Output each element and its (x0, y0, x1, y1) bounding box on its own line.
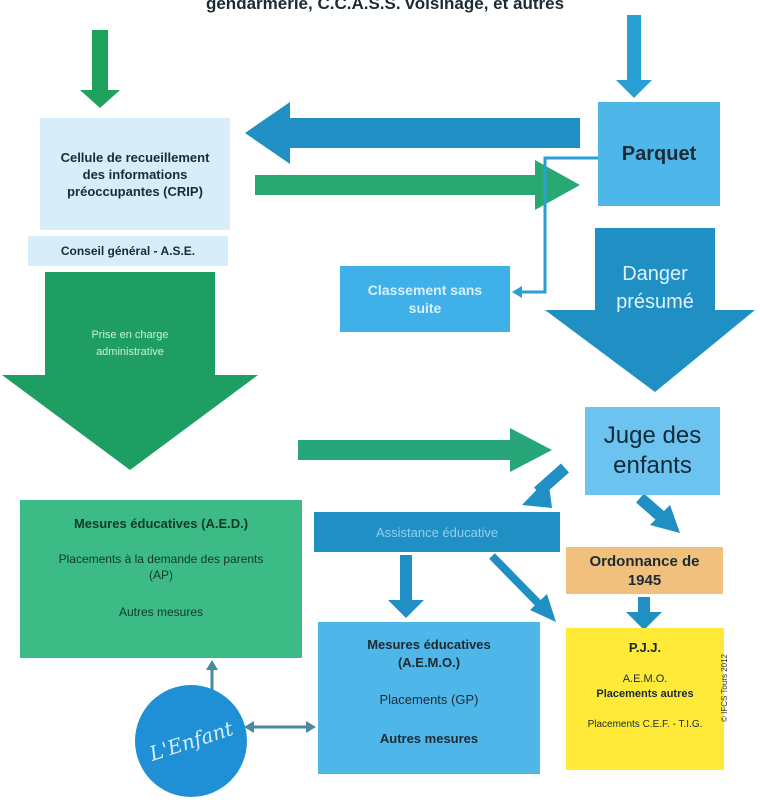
pjj-box: P.J.J. A.E.M.O. Placements autres Placem… (566, 628, 724, 770)
parquet-box: Parquet (598, 102, 720, 206)
arrow-juge-to-assistance (522, 463, 569, 508)
danger-label: Danger présumé (616, 263, 694, 313)
ordonnance-box: Ordonnance de 1945 (566, 547, 723, 594)
assistance-label: Assistance éducative (375, 524, 499, 540)
crip-subtitle: Conseil général - A.S.E. (60, 244, 196, 258)
prise-en-charge-label: Prise en charge administrative (91, 329, 169, 358)
classement-label: Classement sans suite (367, 282, 483, 316)
assistance-box: Assistance éducative (314, 512, 560, 552)
aemo-box: Mesures éducatives (A.E.M.O.) Placements… (318, 622, 540, 774)
arrow-ordonnance-to-pjj (626, 597, 662, 630)
arrow-parquet-to-crip (245, 102, 580, 164)
aemo-line2: Placements (GP) (379, 692, 479, 707)
crip-title: Cellule de recueillement des information… (60, 149, 210, 199)
enfant-logo-text: L'Enfant (146, 716, 236, 766)
connector-arrowhead (512, 286, 522, 298)
aed-line3: Autres mesures (118, 605, 204, 619)
juge-label: Juge des enfants (603, 422, 702, 479)
juge-box: Juge des enfants (585, 407, 720, 495)
aed-line1: Mesures éducatives (A.E.D.) (73, 516, 249, 531)
pjj-title: P.J.J. (628, 640, 662, 655)
danger-label-box: Danger présumé (595, 248, 715, 328)
aed-line2: Placements à la demande des parents (AP) (58, 552, 264, 582)
arrow-juge-to-ordonnance (636, 493, 680, 533)
arrow-top-right (616, 15, 652, 98)
aemo-line3: Autres mesures (379, 731, 479, 746)
header-text: gendarmerie, C.C.A.S.S. voisinage, et au… (205, 0, 565, 13)
pjj-line2: Placements autres (596, 688, 694, 700)
crip-subtitle-box: Conseil général - A.S.E. (28, 236, 228, 266)
prise-en-charge-label-box: Prise en charge administrative (50, 308, 210, 380)
arrow-crip-to-parquet (255, 160, 580, 210)
arrow-prise-en-charge (2, 272, 258, 470)
pjj-line3: Placements C.E.F. - T.I.G. (587, 719, 703, 730)
pjj-line1: A.E.M.O. (622, 673, 668, 685)
credit-text: © IFCS Tours 2012 (720, 654, 729, 722)
crip-box: Cellule de recueillement des information… (40, 118, 230, 230)
aed-box: Mesures éducatives (A.E.D.) Placements à… (20, 500, 302, 658)
enfant-logo: L'Enfant (135, 685, 247, 797)
arrow-assistance-to-pjj (489, 553, 556, 622)
arrow-top-left (80, 30, 120, 108)
arrow-logo-aemo (244, 721, 316, 733)
arrow-assistance-to-aemo (388, 555, 424, 618)
connector-parquet-classement (518, 156, 600, 294)
arrow-to-juge (298, 428, 552, 472)
arrow-danger-presume (545, 228, 755, 392)
parquet-label: Parquet (621, 142, 697, 165)
classement-box: Classement sans suite (340, 266, 510, 332)
aemo-line1: Mesures éducatives (A.E.M.O.) (367, 637, 491, 670)
ordonnance-label: Ordonnance de 1945 (589, 552, 700, 589)
